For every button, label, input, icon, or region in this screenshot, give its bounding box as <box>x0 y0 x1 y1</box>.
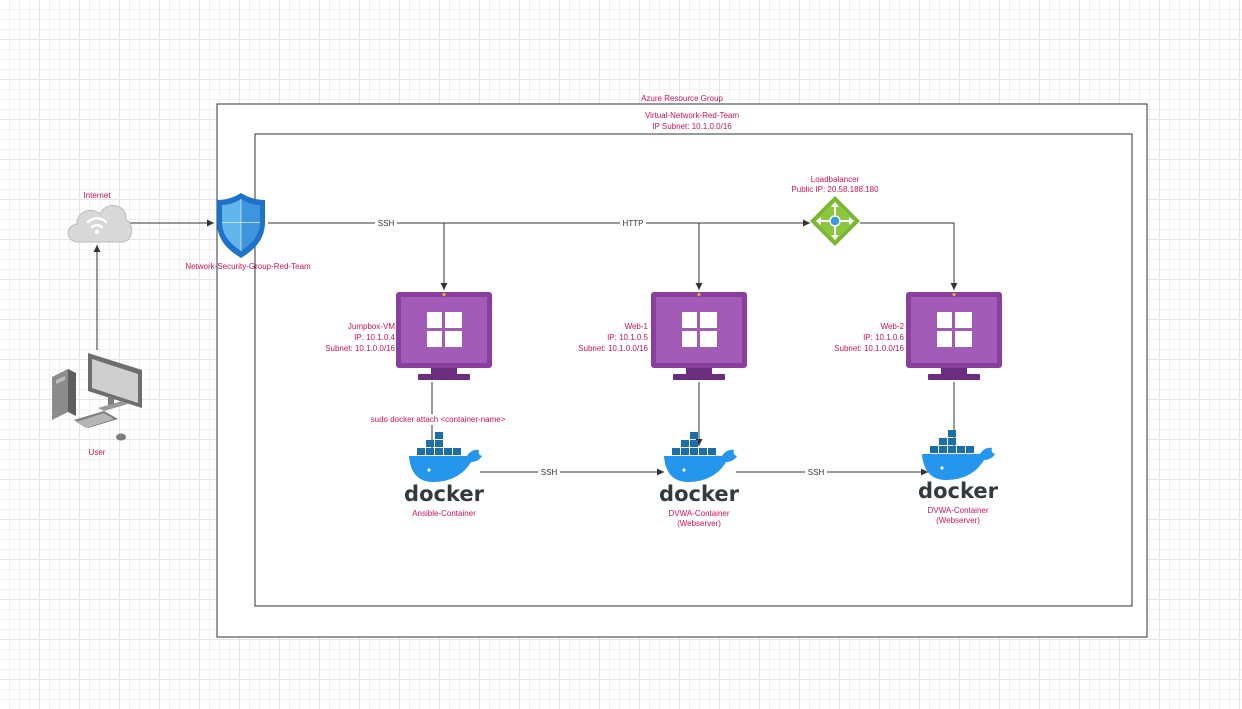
windows-vm-icon <box>396 292 492 380</box>
web1-name: Web-1 <box>625 322 649 331</box>
resource-group-label: Azure Resource Group <box>641 94 723 103</box>
edge-lb-web1 <box>695 222 810 290</box>
dvwa-container-2-node: docker DVWA-Container (Webserver) <box>918 430 999 525</box>
load-balancer-icon <box>810 196 860 246</box>
ansible-container-label: Ansible-Container <box>412 509 476 518</box>
dvwa-container-1-node: docker DVWA-Container (Webserver) <box>659 432 740 528</box>
web1-ip: IP: 10.1.0.5 <box>607 333 648 342</box>
ansible-docker-logo: docker <box>404 482 485 506</box>
dvwa2-sublabel: (Webserver) <box>936 516 980 525</box>
internet-node: Internet <box>67 191 132 243</box>
ansible-container-node: docker Ansible-Container <box>404 432 485 518</box>
web2-name: Web-2 <box>881 322 905 331</box>
edge-label-http: HTTP <box>623 219 644 228</box>
loadbalancer-node: Loadbalancer Public IP: 20.58.188.180 <box>791 175 879 246</box>
shield-icon <box>217 193 265 258</box>
user-label: User <box>89 448 106 457</box>
cloud-wifi-icon <box>67 205 132 243</box>
web1-vm-node: Web-1 IP: 10.1.0.5 Subnet: 10.1.0.0/16 <box>578 292 747 380</box>
windows-vm-icon <box>651 292 747 380</box>
web2-subnet: Subnet: 10.1.0.0/16 <box>834 344 904 353</box>
user-node: User <box>52 353 142 457</box>
vnet-name-label: Virtual-Network-Red-Team <box>645 111 739 120</box>
web2-ip: IP: 10.1.0.6 <box>863 333 904 342</box>
edge-label-docker-attach: sudo docker attach <container-name> <box>371 415 506 424</box>
loadbalancer-public-ip: Public IP: 20.58.188.180 <box>791 185 879 194</box>
web1-subnet: Subnet: 10.1.0.0/16 <box>578 344 648 353</box>
edge-label-ssh: SSH <box>378 219 395 228</box>
dvwa1-sublabel: (Webserver) <box>677 519 721 528</box>
jumpbox-ip: IP: 10.1.0.4 <box>354 333 395 342</box>
windows-vm-icon <box>906 292 1002 380</box>
jumpbox-name: Jumpbox-VM <box>348 322 395 331</box>
internet-label: Internet <box>83 191 111 200</box>
workstation-icon <box>52 353 142 441</box>
edge-label-ssh-ansible-dvwa1: SSH <box>541 468 558 477</box>
dvwa1-label: DVWA-Container <box>668 509 729 518</box>
nsg-label: Network-Security-Group-Red-Team <box>185 262 311 271</box>
dvwa1-docker-logo: docker <box>659 482 740 506</box>
loadbalancer-name: Loadbalancer <box>811 175 860 184</box>
jumpbox-subnet: Subnet: 10.1.0.0/16 <box>325 344 395 353</box>
nsg-node: Network-Security-Group-Red-Team <box>185 193 311 271</box>
vnet-subnet-label: IP Subnet: 10.1.0.0/16 <box>652 122 732 131</box>
web2-vm-node: Web-2 IP: 10.1.0.6 Subnet: 10.1.0.0/16 <box>834 292 1002 380</box>
edge-lb-web2 <box>860 222 958 290</box>
edge-label-ssh-dvwa1-dvwa2: SSH <box>808 468 825 477</box>
dvwa2-label: DVWA-Container <box>927 506 988 515</box>
dvwa2-docker-logo: docker <box>918 479 999 503</box>
jumpbox-vm-node: Jumpbox-VM IP: 10.1.0.4 Subnet: 10.1.0.0… <box>325 292 492 380</box>
